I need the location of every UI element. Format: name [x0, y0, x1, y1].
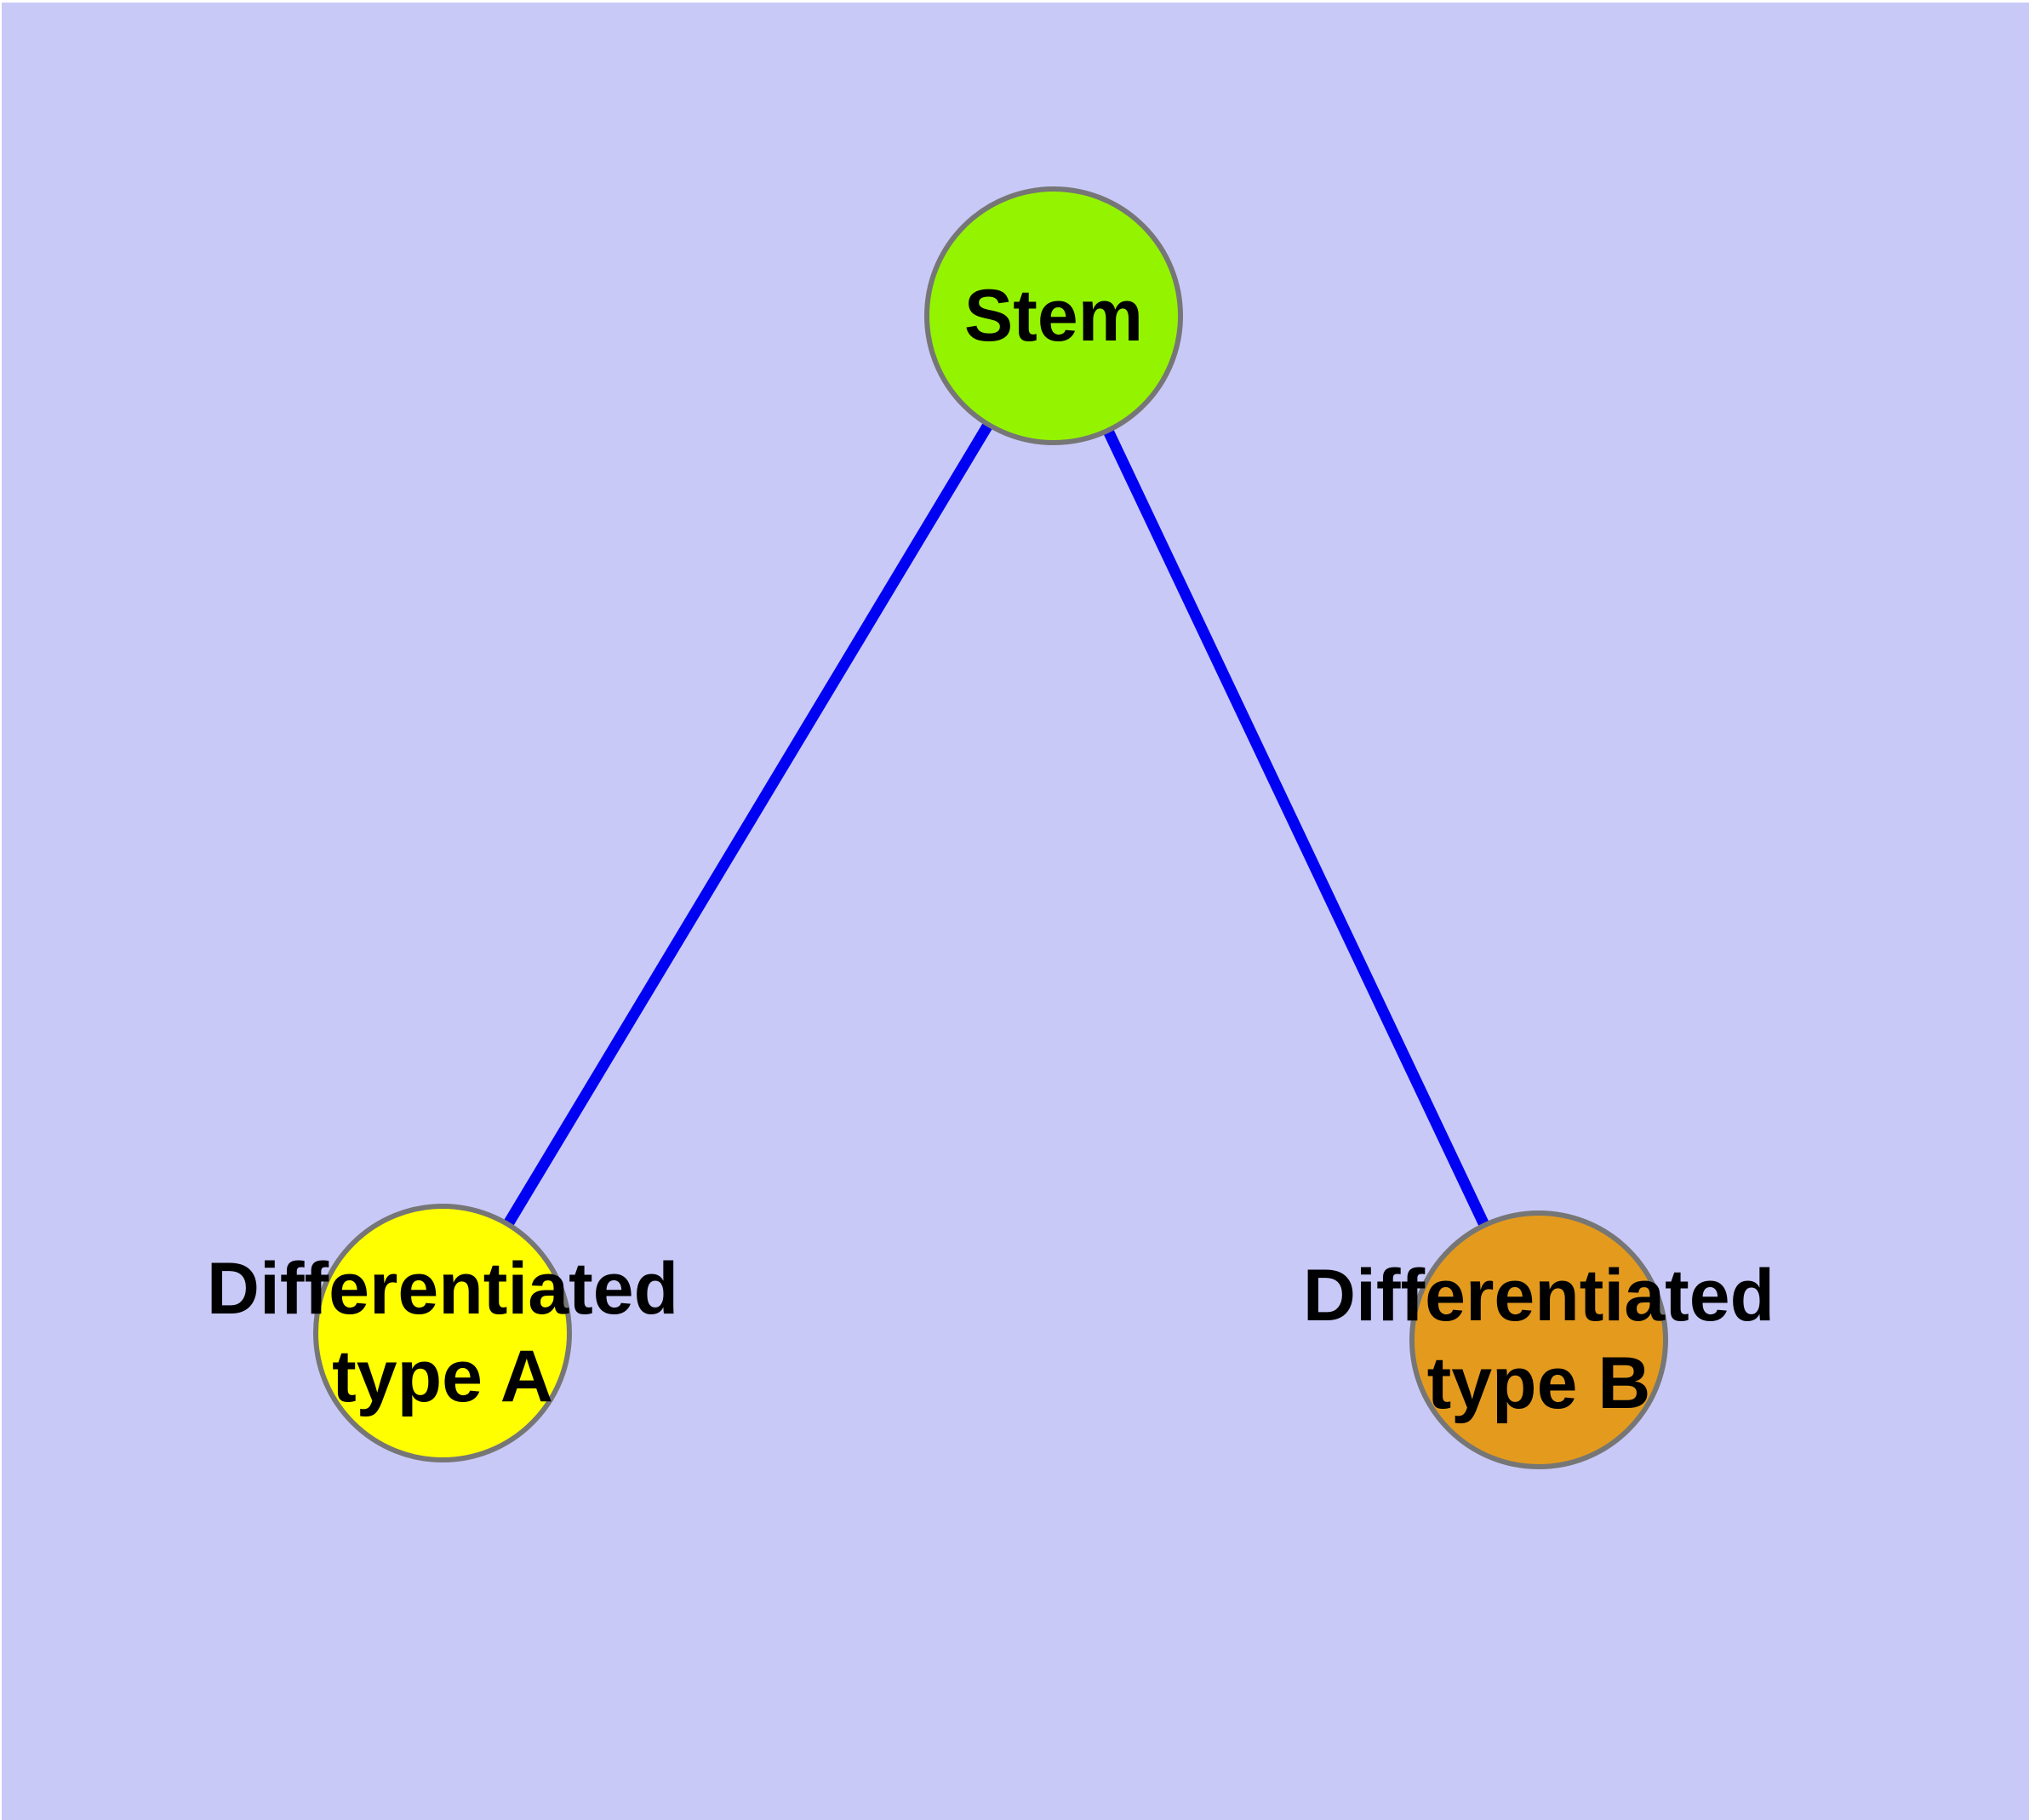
edge-stem-to-type-a: [437, 312, 1059, 1336]
node-stem: [924, 186, 1183, 445]
node-differentiated-type-b: [1409, 1210, 1668, 1469]
edge-stem-to-type-b: [1049, 313, 1544, 1342]
node-differentiated-type-a: [313, 1204, 572, 1462]
